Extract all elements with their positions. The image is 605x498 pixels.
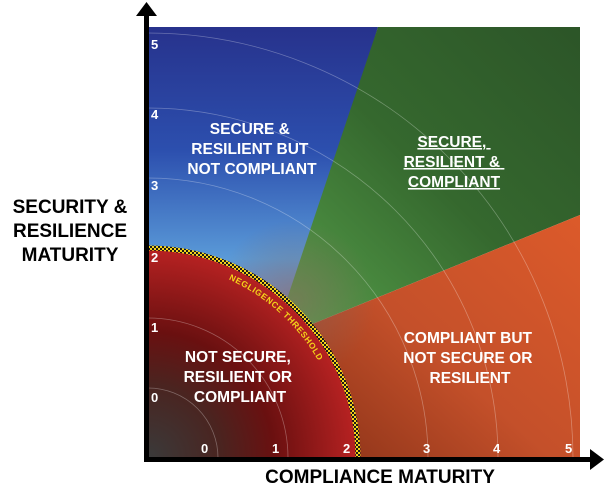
svg-text:2: 2 (151, 250, 158, 265)
y-axis-title: SECURITY & RESILIENCE MATURITY (0, 196, 140, 268)
label-secure-not-compliant: SECURE & RESILIENT BUT NOT COMPLIANT (187, 121, 317, 178)
region-compliant-not-secure (310, 215, 580, 458)
region-secure-not-compliant (148, 27, 378, 300)
svg-text:3: 3 (151, 178, 158, 193)
label-compliant-not-secure: COMPLIANT BUT NOT SECURE OR RESILIENT (403, 330, 537, 387)
svg-text:3: 3 (423, 441, 430, 456)
region-not-secure-not-compliant (148, 248, 358, 458)
x-axis-arrow-icon (590, 449, 604, 470)
x-axis-ticks: 0 1 2 3 4 5 (201, 441, 572, 456)
svg-text:1: 1 (272, 441, 279, 456)
svg-text:5: 5 (151, 37, 158, 52)
svg-text:0: 0 (201, 441, 208, 456)
plot-area (148, 27, 580, 458)
svg-text:4: 4 (493, 441, 501, 456)
y-axis-ticks: 0 1 2 3 4 5 (151, 37, 159, 405)
svg-text:0: 0 (151, 390, 158, 405)
svg-text:2: 2 (343, 441, 350, 456)
svg-text:5: 5 (565, 441, 572, 456)
negligence-threshold-band (148, 245, 361, 458)
x-axis-title: COMPLIANCE MATURITY (265, 467, 495, 488)
y-axis-arrow-icon (136, 2, 157, 16)
x-axis (144, 449, 604, 470)
svg-text:1: 1 (151, 320, 158, 335)
label-not-secure-not-compliant: NOT SECURE, RESILIENT OR COMPLIANT (184, 349, 297, 406)
svg-text:4: 4 (151, 107, 159, 122)
y-axis-title-line: RESILIENCE (12, 221, 128, 242)
y-axis (136, 2, 157, 462)
y-axis-title-line: SECURITY & (12, 197, 128, 218)
y-axis-title-line: MATURITY (21, 245, 119, 266)
label-secure-compliant: SECURE, RESILIENT & COMPLIANT (404, 134, 505, 191)
